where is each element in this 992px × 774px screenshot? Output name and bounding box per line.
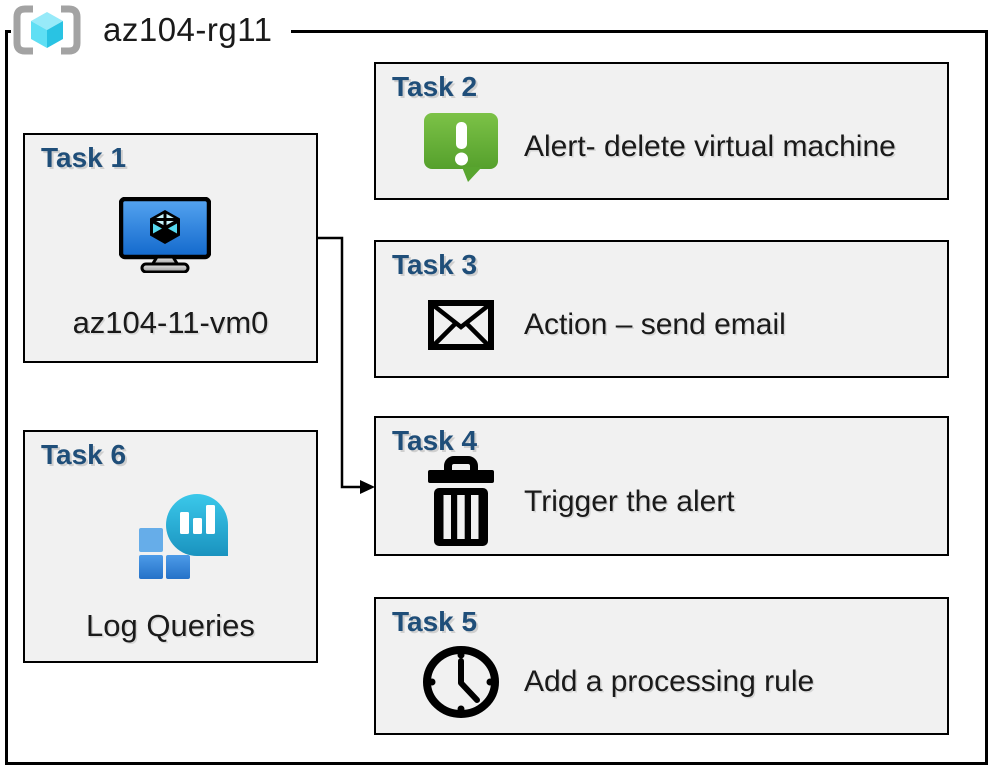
resource-group-header: az104-rg11	[11, 1, 291, 59]
task4-label: Trigger the alert	[524, 485, 735, 518]
task5-title: Task 5	[392, 606, 478, 637]
task-box-3: Task 3 Action – send email	[374, 240, 949, 378]
task3-title: Task 3	[392, 249, 478, 280]
task2-title: Task 2	[392, 71, 478, 102]
task6-title: Task 6	[41, 439, 127, 470]
log-queries-icon	[133, 488, 233, 582]
task1-title: Task 1	[41, 142, 127, 173]
task-box-2: Task 2 Alert- delete virtual machine	[374, 62, 949, 200]
task5-label: Add a processing rule	[524, 665, 815, 698]
task1-label: az104-11-vm0	[72, 305, 269, 340]
resource-group-title: az104-rg11	[103, 11, 273, 48]
task2-label: Alert- delete virtual machine	[524, 130, 896, 163]
resource-group-icon	[13, 5, 81, 55]
task-box-6: Task 6 Log Queries	[23, 430, 318, 663]
virtual-machine-icon	[118, 196, 212, 274]
task4-title: Task 4	[392, 425, 478, 456]
clock-icon	[420, 643, 502, 721]
task3-label: Action – send email	[524, 308, 786, 341]
task-box-4: Task 4 Trigger the alert	[374, 416, 949, 556]
task-box-5: Task 5 Add a processing rule	[374, 597, 949, 735]
trash-icon	[420, 456, 502, 548]
alert-message-icon	[420, 111, 502, 183]
task-box-1: Task 1	[23, 133, 318, 363]
task6-label: Log Queries	[86, 608, 255, 643]
email-envelope-icon	[420, 300, 502, 350]
